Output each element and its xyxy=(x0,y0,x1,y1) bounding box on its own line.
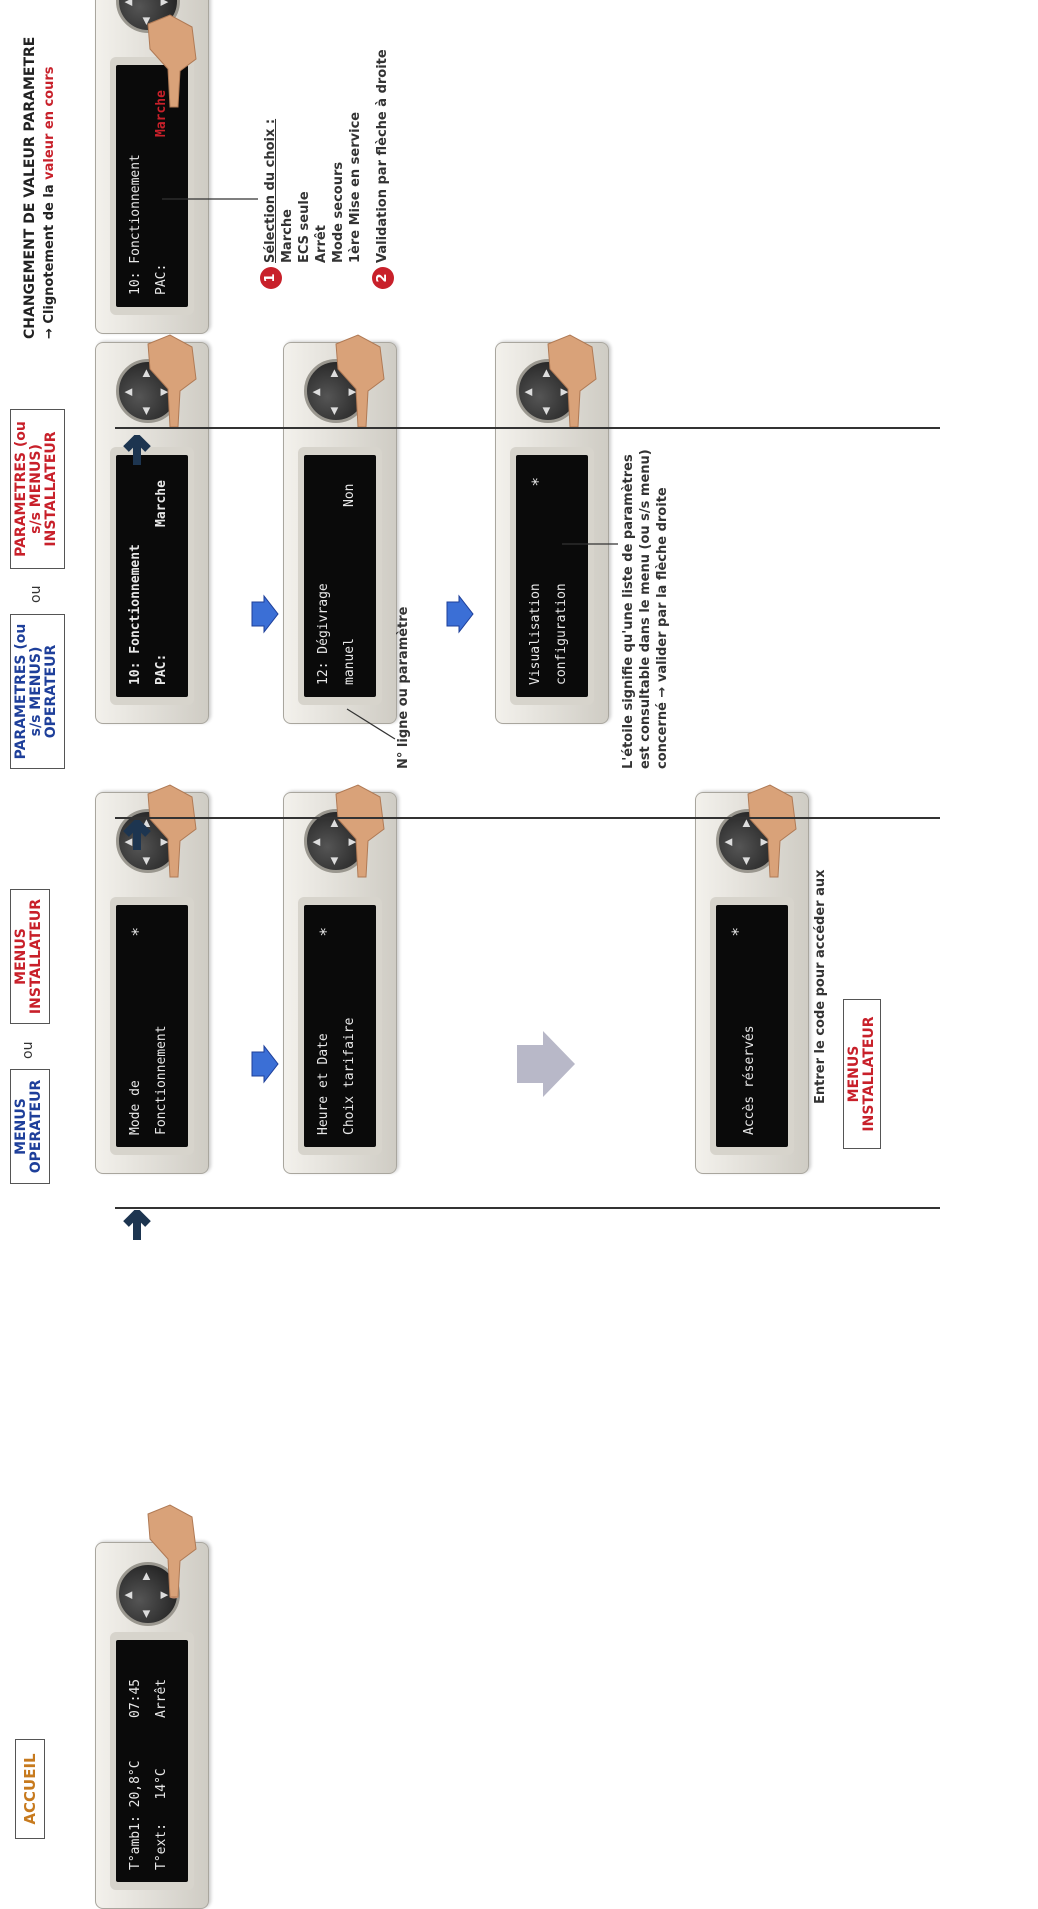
star-icon: * xyxy=(528,477,547,487)
leader-line xyxy=(562,543,618,545)
ou-label-1: ou xyxy=(20,1041,36,1059)
screen-acces: Accès réservés * xyxy=(716,905,788,1147)
screen-accueil-time: 07:45 xyxy=(128,1678,143,1718)
ligne-note: N° ligne ou paramètre xyxy=(396,606,411,770)
etoile-note-line1: L'étoile signifie qu'une liste de paramè… xyxy=(621,454,636,769)
screen-fonct-blink-line1: 10: Fonctionnement xyxy=(128,154,143,295)
star-icon: * xyxy=(128,927,147,937)
header-params-operateur: PARAMETRES (ou s/s MENUS) OPERATEUR xyxy=(10,614,65,769)
screen-visu-line1: Visualisation xyxy=(528,583,543,685)
ou-label-2: ou xyxy=(28,585,44,603)
screen-degivrage: 12: Dégivrage manuel Non xyxy=(304,455,376,697)
choice-item: ECS seule xyxy=(297,191,312,263)
next-arrow-icon xyxy=(123,1210,151,1240)
screen-accueil-line2: T°ext: 14°C xyxy=(154,1768,169,1870)
screen-degivrage-line1: 12: Dégivrage xyxy=(316,583,331,685)
leader-line xyxy=(346,708,396,740)
down-arrow-icon xyxy=(251,1044,279,1084)
star-icon: * xyxy=(728,927,747,937)
pointing-hand-icon xyxy=(147,1504,197,1599)
choice-item: Marche xyxy=(280,209,295,263)
gray-down-arrow-icon xyxy=(517,1031,575,1097)
star-icon: * xyxy=(316,927,335,937)
pointing-hand-icon xyxy=(747,784,797,878)
screen-degivrage-value: Non xyxy=(342,483,357,507)
screen-mode-line1: Mode de xyxy=(128,1080,143,1135)
pointing-hand-icon xyxy=(335,784,385,878)
etoile-note: L'étoile signifie qu'une liste de paramè… xyxy=(620,449,671,769)
header-params-installateur-label: PARAMETRES (ou s/s MENUS) INSTALLATEUR xyxy=(13,421,59,557)
screen-acces-line1: Accès réservés xyxy=(742,1025,757,1135)
leader-line xyxy=(162,198,258,200)
header-menus-installateur: MENUS INSTALLATEUR xyxy=(10,889,50,1024)
pointing-hand-icon xyxy=(147,14,197,108)
header-change-sub: → Clignotement de la valeur en cours xyxy=(42,66,57,339)
next-arrow-icon xyxy=(123,435,151,465)
validation-note: Validation par flèche à droite xyxy=(375,49,390,263)
selection-note: Sélection du choix : Marche ECS seule Ar… xyxy=(262,112,364,263)
step-badge-1: 1 xyxy=(260,267,282,289)
screen-visu-line2: configuration xyxy=(554,583,569,685)
code-note-box-label: MENUS INSTALLATEUR xyxy=(846,1016,877,1132)
screen-mode: Mode de Fonctionnement * xyxy=(116,905,188,1147)
pointing-hand-icon xyxy=(147,784,197,878)
screen-fonct-value: Marche xyxy=(154,480,169,527)
code-note: Entrer le code pour accéder aux xyxy=(813,869,828,1104)
down-arrow-icon xyxy=(446,594,474,634)
header-accueil-label: ACCUEIL xyxy=(21,1753,39,1825)
pointing-hand-icon xyxy=(547,334,597,428)
code-note-box: MENUS INSTALLATEUR xyxy=(843,999,881,1149)
separator-line xyxy=(115,1207,940,1209)
header-menus-operateur-label: MENUS OPERATEUR xyxy=(13,1079,44,1174)
choice-item: Arrêt xyxy=(314,225,329,263)
screen-mode-line2: Fonctionnement xyxy=(154,1025,169,1135)
pointing-hand-icon xyxy=(147,334,197,428)
screen-fonct-bold: 10: Fonctionnement PAC: Marche xyxy=(116,455,188,697)
separator-line xyxy=(115,817,940,819)
screen-visu: Visualisation configuration * xyxy=(516,455,588,697)
separator-line xyxy=(115,427,940,429)
header-menus-installateur-label: MENUS INSTALLATEUR xyxy=(13,898,44,1015)
screen-fonct-line1: 10: Fonctionnement xyxy=(128,544,143,685)
pointing-hand-icon xyxy=(335,334,385,428)
header-change-title: CHANGEMENT DE VALEUR PARAMETRE xyxy=(22,36,38,339)
screen-fonct-line2: PAC: xyxy=(154,653,169,685)
screen-accueil-line1: T°amb1: 20,8°C xyxy=(128,1760,143,1870)
header-change-sub-prefix: → Clignotement de la xyxy=(42,184,57,339)
choice-item: 1ère Mise en service xyxy=(348,111,363,263)
step-badge-2: 2 xyxy=(372,267,394,289)
header-menus-operateur: MENUS OPERATEUR xyxy=(10,1069,50,1184)
header-accueil: ACCUEIL xyxy=(15,1739,45,1839)
header-change-sub-highlight: valeur en cours xyxy=(42,66,57,180)
screen-accueil-status: Arrêt xyxy=(154,1678,169,1718)
header-params-operateur-label: PARAMETRES (ou s/s MENUS) OPERATEUR xyxy=(13,623,59,760)
etoile-note-line3: concerné → valider par la flèche droite xyxy=(655,487,670,769)
header-params-installateur: PARAMETRES (ou s/s MENUS) INSTALLATEUR xyxy=(10,409,65,569)
etoile-note-line2: est consultable dans le menu (ou s/s men… xyxy=(638,449,653,769)
screen-degivrage-line2: manuel xyxy=(342,638,357,685)
screen-heure: Heure et Date Choix tarifaire * xyxy=(304,905,376,1147)
screen-fonct-blink-line2: PAC: xyxy=(154,263,169,295)
next-arrow-icon xyxy=(123,820,151,850)
screen-heure-line2: Choix tarifaire xyxy=(342,1017,357,1135)
choice-item: Mode secours xyxy=(331,161,346,263)
down-arrow-icon xyxy=(251,594,279,634)
screen-accueil: T°amb1: 20,8°C 07:45 T°ext: 14°C Arrêt xyxy=(116,1640,188,1882)
screen-heure-line1: Heure et Date xyxy=(316,1033,331,1135)
selection-title: Sélection du choix : xyxy=(263,118,278,263)
